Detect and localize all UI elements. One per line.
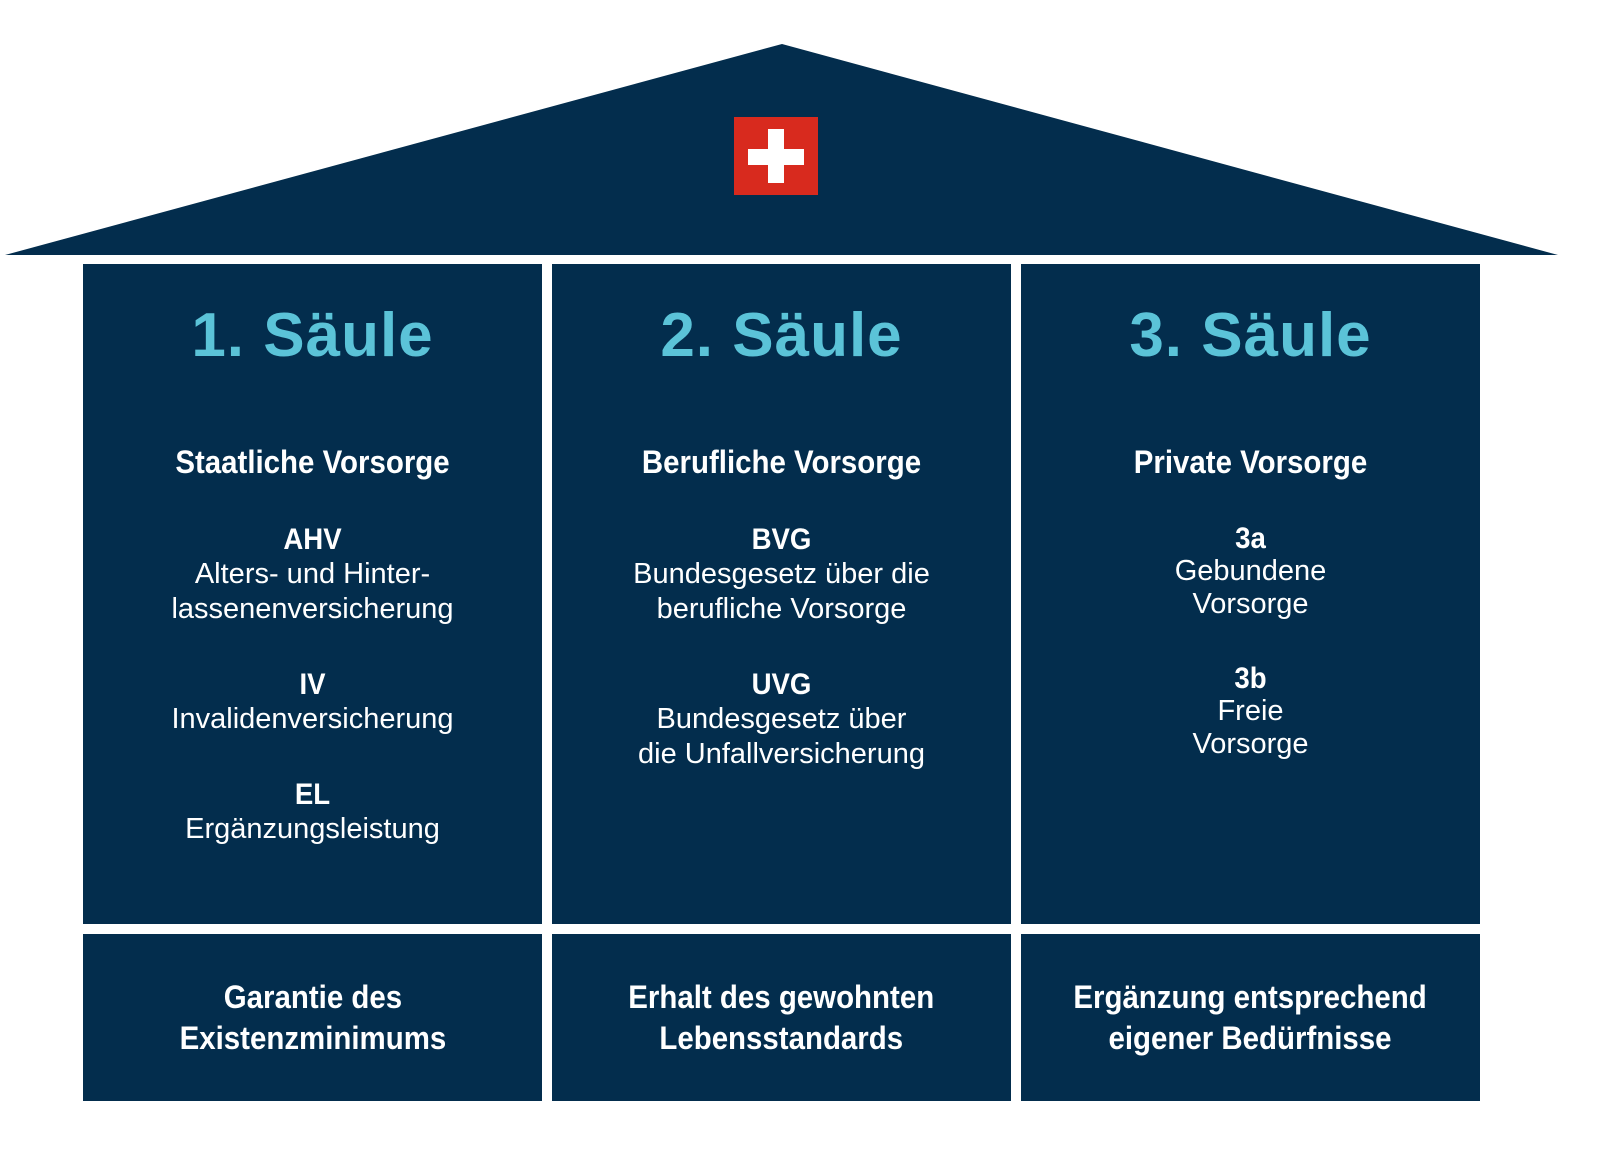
item-desc: Ergänzungsleistung [185, 813, 440, 845]
goal-text: Garantie des Existenzminimums [179, 978, 446, 1056]
pillar-1-goal: Garantie des Existenzminimums [83, 934, 542, 1101]
pillar-3-goal: Ergänzung entsprechend eigener Bedürfnis… [1021, 934, 1480, 1101]
item-label: BVG [751, 523, 812, 556]
item-label: 3b [1234, 662, 1267, 695]
item-label: EL [294, 778, 331, 811]
item-label: IV [299, 668, 326, 701]
pillar-subtitle: Private Vorsorge [1133, 444, 1368, 480]
pillar-subtitle: Staatliche Vorsorge [175, 444, 450, 480]
pillar-title: 2. Säule [660, 301, 903, 370]
item-label: UVG [751, 668, 812, 701]
pillar-2-goal: Erhalt des gewohnten Lebensstandards [552, 934, 1011, 1101]
item-desc: Bundesgesetz über die Unfallversicherung [638, 703, 925, 770]
item-desc: Bundesgesetz über die berufliche Vorsorg… [633, 558, 930, 625]
item-desc: Alters- und Hinter- lassenenversicherung [171, 558, 454, 625]
swiss-flag-icon [734, 117, 818, 195]
item-desc: Freie Vorsorge [1192, 695, 1309, 760]
item-label: 3a [1235, 522, 1266, 555]
pillar-title: 1. Säule [191, 301, 434, 370]
item-desc: Gebundene Vorsorge [1174, 555, 1327, 620]
pillar-title: 3. Säule [1129, 301, 1372, 370]
item-desc: Invalidenversicherung [171, 703, 454, 735]
goal-text: Ergänzung entsprechend eigener Bedürfnis… [1073, 978, 1428, 1056]
item-label: AHV [283, 523, 342, 556]
pillar-subtitle: Berufliche Vorsorge [641, 444, 922, 480]
goal-text: Erhalt des gewohnten Lebensstandards [628, 978, 935, 1056]
